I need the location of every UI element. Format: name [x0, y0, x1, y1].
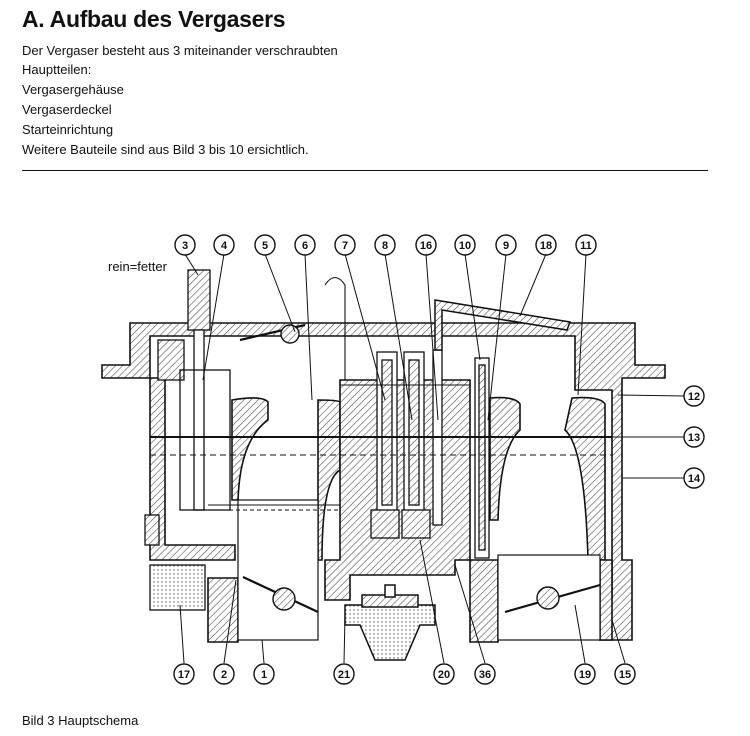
callout-8: 8	[374, 234, 396, 256]
choke-housing	[179, 369, 231, 511]
throttle-plates	[239, 323, 601, 614]
float-chamber	[344, 584, 436, 661]
callouts: 3 4 5 6 7 8 16 10 9 18 11 12 13 14 17 2 …	[173, 234, 705, 685]
callout-15: 15	[614, 663, 636, 685]
leader-lines	[179, 253, 685, 664]
starter-valve-17	[149, 564, 206, 611]
callout-19: 19	[574, 663, 596, 685]
svg-text:5: 5	[262, 240, 268, 252]
main-part-starter: Starteinrichtung	[22, 122, 114, 137]
jet-nut-right	[401, 509, 431, 539]
svg-text:8: 8	[382, 240, 388, 252]
callout-7: 7	[334, 234, 356, 256]
callout-1: 1	[253, 663, 275, 685]
svg-text:1: 1	[261, 669, 267, 681]
needle-valve-3	[187, 269, 211, 331]
callout-6: 6	[294, 234, 316, 256]
intro-text: Der Vergaser besteht aus 3 miteinander v…	[22, 41, 402, 159]
callout-21: 21	[333, 663, 355, 685]
svg-text:4: 4	[221, 240, 228, 252]
svg-text:10: 10	[459, 240, 471, 252]
callout-11: 11	[575, 234, 597, 256]
left-venturi-left	[231, 397, 269, 501]
svg-text:15: 15	[619, 669, 631, 681]
callout-4: 4	[213, 234, 235, 256]
callout-9: 9	[495, 234, 517, 256]
svg-text:7: 7	[342, 240, 348, 252]
callout-18: 18	[535, 234, 557, 256]
callout-14: 14	[683, 467, 705, 489]
callout-17: 17	[173, 663, 195, 685]
svg-text:19: 19	[579, 669, 591, 681]
figure-caption: Bild 3 Hauptschema	[22, 713, 139, 728]
svg-text:16: 16	[420, 240, 432, 252]
callout-20: 20	[433, 663, 455, 685]
right-venturi-left	[489, 396, 521, 521]
left-venturi-right	[317, 399, 341, 561]
svg-text:9: 9	[503, 240, 509, 252]
callout-2: 2	[213, 663, 235, 685]
left-bore	[237, 499, 319, 641]
svg-text:12: 12	[688, 391, 700, 403]
adjust-direction-label: rein=fetter	[108, 259, 168, 274]
callout-36: 36	[474, 663, 496, 685]
callout-13: 13	[683, 426, 705, 448]
svg-text:18: 18	[540, 240, 552, 252]
page-title: A. Aufbau des Vergasers	[22, 6, 286, 32]
callout-3: 3	[174, 234, 196, 256]
svg-text:2: 2	[221, 669, 227, 681]
screw-head	[157, 339, 185, 381]
svg-text:3: 3	[182, 240, 188, 252]
vent-tube	[434, 299, 572, 351]
intro-line-1: Der Vergaser besteht aus 3 miteinander v…	[22, 43, 338, 58]
svg-text:17: 17	[178, 669, 190, 681]
left-housing-wall	[149, 377, 236, 561]
left-lower-flange	[207, 577, 239, 643]
svg-text:20: 20	[438, 669, 450, 681]
callout-5: 5	[254, 234, 276, 256]
callout-12: 12	[683, 385, 705, 407]
fuel-channels	[150, 276, 612, 511]
section-divider	[22, 170, 708, 171]
callout-10: 10	[454, 234, 476, 256]
right-venturi-right	[564, 396, 606, 561]
jet-nut-left	[370, 509, 400, 539]
carburetor-diagram: 3 4 5 6 7 8 16 10 9 18 11 12 13 14 17 2 …	[101, 234, 705, 685]
intro-line-2: Hauptteilen:	[22, 62, 92, 77]
svg-text:6: 6	[302, 240, 308, 252]
right-lower-flange	[469, 559, 499, 643]
svg-text:13: 13	[688, 432, 700, 444]
svg-text:14: 14	[688, 473, 701, 485]
air-bores	[237, 499, 601, 641]
svg-text:11: 11	[580, 240, 592, 252]
svg-text:21: 21	[338, 669, 350, 681]
callout-16: 16	[415, 234, 437, 256]
svg-text:36: 36	[479, 669, 491, 681]
intro-note: Weitere Bauteile sind aus Bild 3 bis 10 …	[22, 142, 309, 157]
main-part-housing: Vergasergehäuse	[22, 82, 124, 97]
right-side-wall	[599, 559, 613, 641]
main-part-cover: Vergaserdeckel	[22, 102, 112, 117]
